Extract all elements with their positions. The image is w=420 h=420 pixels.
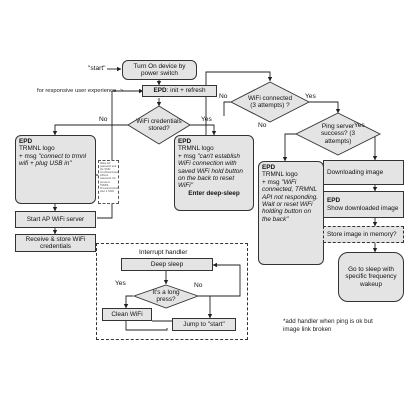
go-sleep-node: Go to sleep with specific frequency wake… [338, 252, 404, 302]
epd-cannot-line2: + msg [178, 152, 198, 160]
epd-init-text: : init + refresh [166, 87, 206, 95]
start-label: "start" [88, 65, 106, 72]
epd-cannot-bold: EPD [178, 138, 192, 145]
start-ap-node: Start AP WiFi server [15, 211, 96, 228]
epd-api-line2: + msg [262, 178, 282, 186]
interrupt-deep-sleep-text: Deep sleep [150, 260, 184, 268]
epd-init-node: EPD: init + refresh [142, 85, 217, 97]
show-image-node: EPD Show downloaded image [323, 191, 404, 218]
wifi-stored-no: No [99, 116, 108, 123]
store-image-node: Store image in memory? [323, 226, 404, 243]
wifi-connected-diamond [230, 81, 310, 123]
clean-wifi-node: Clean WiFi [102, 308, 152, 321]
turn-on-text: Turn On device by power switch [133, 62, 186, 77]
ping-no: No [258, 122, 267, 129]
epd-connect-line1: TRMNL logo [19, 145, 55, 153]
epd-api-bold: EPD [262, 164, 276, 171]
epd-note: for responsive user experience -> [37, 88, 124, 94]
downloading-node: Downloading image [323, 160, 404, 185]
epd-connect-line2: + msg [19, 152, 39, 160]
epd-init-bold: EPD [153, 87, 167, 95]
epd-api-node: EPD TRMNL logo + msg "WiFi connected, TR… [258, 161, 324, 265]
start-ap-text: Start AP WiFi server [26, 215, 85, 223]
downloading-text: Downloading image [327, 168, 384, 176]
wifi-connected-no: No [219, 93, 228, 100]
deep-sleep-label: Enter deep-sleep [188, 189, 240, 197]
wifi-stored-diamond [127, 105, 191, 145]
wifi-connected-yes: Yes [305, 93, 316, 100]
interrupt-yes: Yes [115, 280, 126, 287]
interrupt-handler-frame [96, 243, 248, 340]
store-image-text: Store image in memory? [327, 230, 397, 238]
epd-cannot-connect-node: EPD TRMNL logo + msg "can't establish Wi… [174, 135, 254, 211]
epd-cannot-line1: TRMNL logo [178, 145, 214, 153]
ping-diamond [294, 112, 382, 156]
jump-start-node: Jump to "start" [172, 318, 236, 331]
show-image-bold: EPD [327, 197, 341, 205]
epd-cannot-msg: "can't establish WiFi connection with sa… [178, 152, 243, 190]
clean-wifi-text: Clean WiFi [111, 310, 143, 318]
jump-start-text: Jump to "start" [183, 320, 225, 328]
go-sleep-text: Go to sleep with specific frequency wake… [345, 265, 397, 288]
epd-connect-bold: EPD [19, 138, 33, 145]
receive-text: Receive & store WiFi credentials [25, 235, 86, 250]
fine-print-note: Make AP password and the SSID trmnl/lowe… [98, 160, 119, 204]
interrupt-title: Interrupt handler [139, 249, 188, 256]
show-image-text: Show downloaded image [327, 204, 399, 212]
ping-yes: Yes [354, 122, 365, 129]
receive-node: Receive & store WiFi credentials [15, 234, 96, 252]
interrupt-deep-sleep-node: Deep sleep [121, 258, 213, 271]
epd-api-line1: TRMNL logo [262, 171, 298, 179]
turn-on-node: Turn On device by power switch [122, 60, 197, 80]
epd-connect-node: EPD TRMNL logo + msg "connect to trmnl w… [15, 135, 96, 204]
epd-api-msg: "WiFi connected, TRMNL API not respondin… [262, 178, 319, 223]
long-press-diamond [132, 284, 200, 309]
epd-connect-msg: "connect to trmnl wifi + plug USB in" [19, 152, 87, 168]
wifi-stored-yes: Yes [201, 116, 212, 123]
footnote: *add handler when ping is ok but image l… [283, 318, 373, 333]
interrupt-no: No [194, 282, 203, 289]
